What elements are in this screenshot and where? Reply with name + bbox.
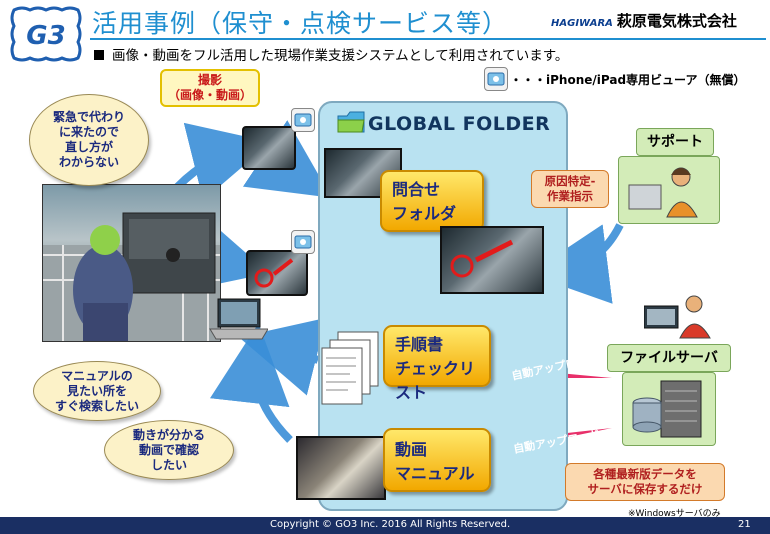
tablet-capture-top xyxy=(242,126,296,170)
windows-only-note: ※Windowsサーバのみ xyxy=(628,509,721,519)
viewer-legend-text: ・・・iPhone/iPad専用ビューア（無償） xyxy=(510,73,746,87)
folder-inquiry: 問合せ フォルダ xyxy=(380,170,484,232)
support-person-icon xyxy=(618,156,720,224)
bullet-square xyxy=(94,50,104,60)
file-server-icon xyxy=(622,372,716,446)
inquiry-marked-image xyxy=(440,226,544,294)
folder-icon xyxy=(336,108,366,136)
company-brand: HAGIWARA xyxy=(551,18,613,29)
speech-bubble-video: 動きが分かる 動画で確認 したい xyxy=(104,420,234,480)
title-divider xyxy=(90,38,766,40)
footer-bar xyxy=(0,517,770,534)
svg-text:G3: G3 xyxy=(26,21,65,51)
company-name: 萩原電気株式会社 xyxy=(616,12,737,30)
server-note: 各種最新版データを サーバに保存するだけ xyxy=(565,463,725,501)
speech-bubble-urgent: 緊急で代わり に来たので 直し方が わからない xyxy=(29,94,149,186)
folder-procedure: 手順書 チェックリスト xyxy=(383,325,491,402)
viewer-app-icon-middle xyxy=(291,230,315,254)
procedure-documents xyxy=(320,330,382,408)
laptop-icon-field xyxy=(208,297,269,341)
page-subtitle: 画像・動画をフル活用した現場作業支援システムとして利用されています。 xyxy=(94,44,568,64)
viewer-app-icon-top xyxy=(291,108,315,132)
support-note: 原因特定- 作業指示 xyxy=(531,170,609,208)
copyright-text: Copyright © GO3 Inc. 2016 All Rights Res… xyxy=(270,519,511,530)
file-server-label: ファイルサーバ xyxy=(607,344,731,372)
tablet-inquiry-marked xyxy=(246,250,308,296)
support-label: サポート xyxy=(636,128,714,156)
page-title: 活用事例（保守・点検サービス等） xyxy=(92,9,509,38)
capture-label: 撮影 （画像・動画） xyxy=(160,69,260,107)
global-folder-title: GLOBAL FOLDER xyxy=(368,113,551,135)
folder-video: 動画 マニュアル xyxy=(383,428,491,492)
server-person-icon xyxy=(643,292,714,340)
viewer-app-icon-legend xyxy=(484,67,508,91)
page-number: 21 xyxy=(738,519,751,530)
go3-logo: G3 xyxy=(8,4,84,62)
field-work-photo xyxy=(42,184,221,342)
video-thumbnail xyxy=(296,436,386,500)
speech-bubble-manual: マニュアルの 見たい所を すぐ検索したい xyxy=(33,361,161,421)
